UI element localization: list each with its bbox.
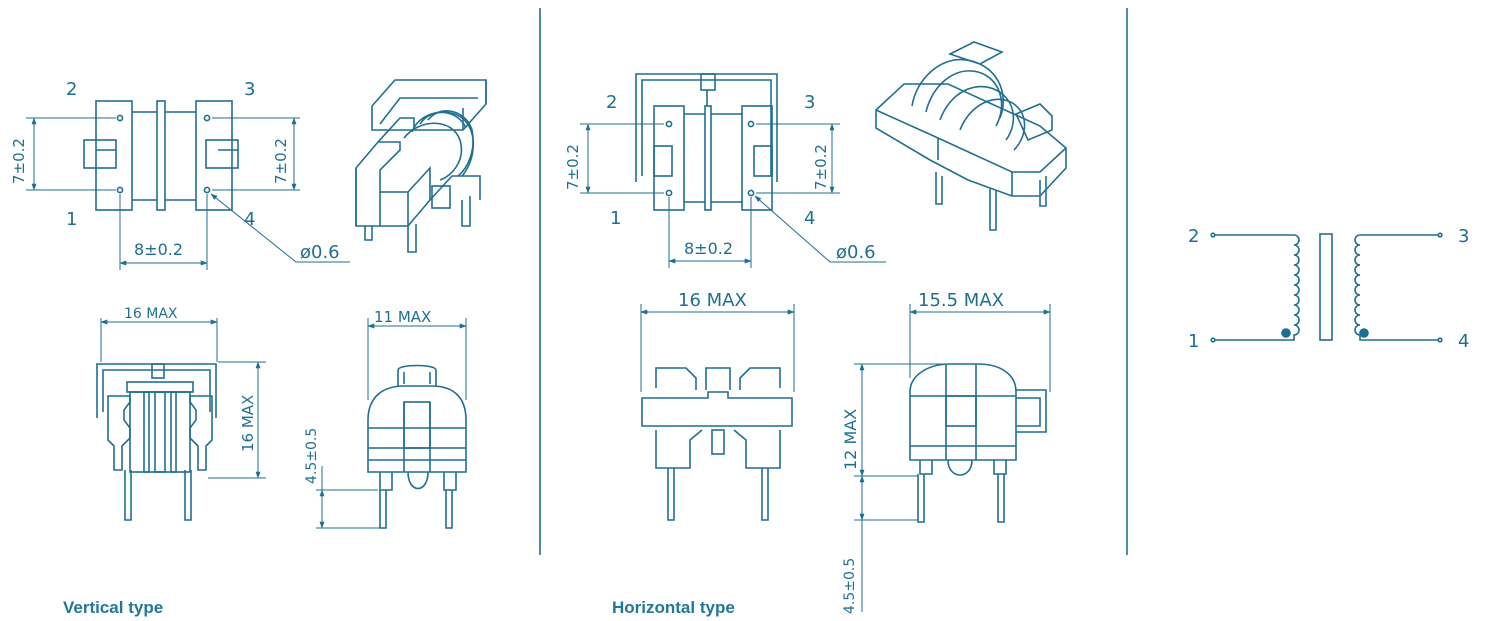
horizontal-pin-2-label: 2 (606, 92, 617, 113)
schematic-pin-2-label: 2 (1188, 226, 1199, 247)
horizontal-pin-3-label: 3 (804, 92, 815, 113)
vertical-dim-depth: 11 MAX (374, 308, 431, 326)
horizontal-dim-pin-length: 4.5±0.5 (842, 558, 858, 614)
vertical-pin-2-label: 2 (66, 79, 77, 100)
horizontal-dim-depth: 15.5 MAX (918, 290, 1004, 311)
horizontal-dim-left-height: 7±0.2 (564, 144, 582, 190)
vertical-pin-4-label: 4 (244, 209, 255, 230)
horizontal-pin-4-label: 4 (804, 208, 815, 229)
horizontal-top-view (580, 73, 886, 268)
horizontal-dim-width: 16 MAX (678, 290, 747, 311)
vertical-dim-pin-length: 4.5±0.5 (304, 428, 320, 484)
horizontal-type-caption: Horizontal type (612, 598, 735, 617)
vertical-pin-1-label: 1 (66, 209, 77, 230)
schematic-pin-3-label: 3 (1458, 226, 1469, 247)
transformer-schematic (1210, 232, 1443, 343)
vertical-type-caption: Vertical type (63, 598, 164, 617)
schematic-pin-1-label: 1 (1188, 331, 1199, 352)
vertical-dim-right-height: 7±0.2 (272, 138, 290, 184)
horizontal-iso-view (875, 41, 1067, 231)
vertical-iso-view (355, 79, 487, 253)
horizontal-dim-right-height: 7±0.2 (812, 144, 830, 190)
vertical-dim-pin-spacing: 8±0.2 (134, 240, 183, 259)
vertical-dim-pin-diameter: ø0.6 (300, 242, 340, 263)
horizontal-pin-1-label: 1 (610, 208, 621, 229)
horizontal-dim-pin-spacing: 8±0.2 (684, 239, 733, 258)
horizontal-side-view (854, 304, 1051, 612)
vertical-side-view (316, 318, 467, 529)
vertical-top-view (26, 100, 350, 270)
vertical-dim-left-height: 7±0.2 (10, 138, 28, 184)
vertical-front-view (96, 318, 266, 521)
horizontal-front-view (640, 304, 795, 521)
horizontal-dim-pin-diameter: ø0.6 (836, 242, 876, 263)
vertical-dim-width: 16 MAX (124, 306, 178, 322)
horizontal-dim-height: 12 MAX (841, 409, 860, 470)
schematic-pin-4-label: 4 (1458, 331, 1469, 352)
vertical-dim-height: 16 MAX (239, 395, 257, 452)
vertical-pin-3-label: 3 (244, 79, 255, 100)
